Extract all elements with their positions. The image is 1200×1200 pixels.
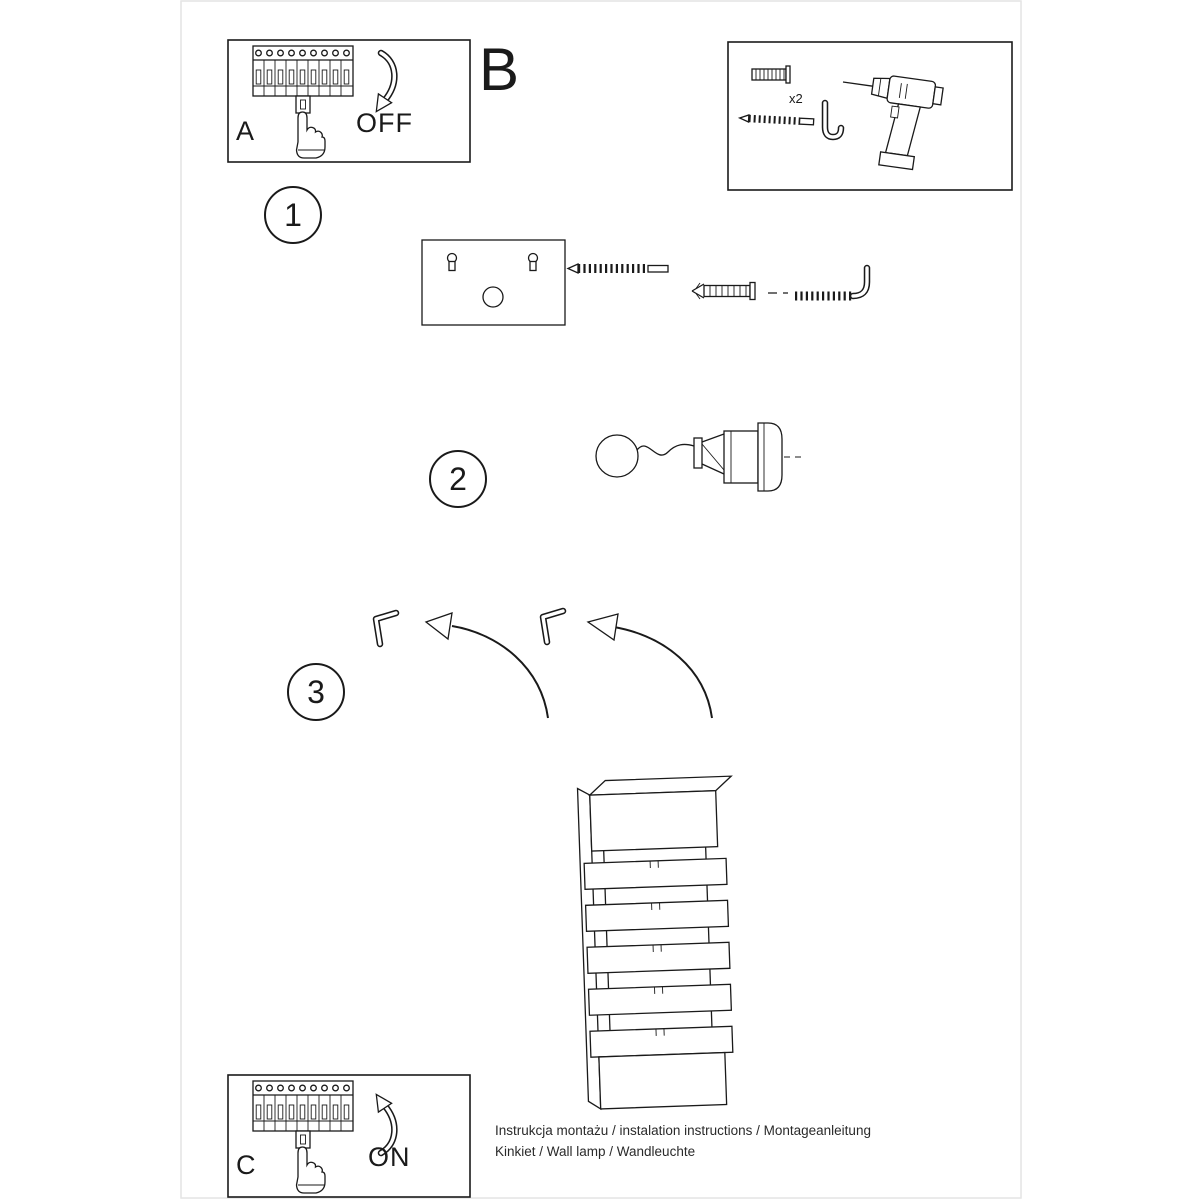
step1-diagram	[421, 239, 871, 326]
footer-line-2: Kinkiet / Wall lamp / Wandleuchte	[495, 1144, 696, 1159]
keyhole-slot-icon	[527, 252, 539, 272]
step2-diagram	[595, 422, 802, 492]
cable	[636, 443, 695, 456]
hook-icon	[376, 613, 396, 644]
plate-hole	[482, 286, 504, 308]
rotate-arrow-icon	[424, 612, 549, 719]
mounting-plate	[421, 239, 566, 326]
step-3-badge: 3	[287, 663, 345, 721]
section-b-letter: B	[479, 36, 520, 103]
step-2-badge: 2	[429, 450, 487, 508]
drill-icon	[842, 75, 944, 171]
box-a-letter: A	[236, 116, 255, 146]
lamp-body	[576, 775, 734, 1111]
step-1-badge: 1	[264, 186, 322, 244]
box-c-letter: C	[236, 1150, 256, 1180]
screw-icon	[566, 262, 669, 275]
footer-line-1: Instrukcja montażu / instalation instruc…	[495, 1123, 871, 1138]
wall-plug-icon	[751, 65, 791, 84]
bulb-icon	[595, 434, 639, 478]
footer-caption: Instrukcja montażu / instalation instruc…	[495, 1120, 871, 1162]
rotate-arrow-icon	[586, 613, 713, 719]
box-a	[227, 39, 471, 163]
step3-diagram	[376, 611, 734, 1111]
wall-anchor-icon	[691, 281, 756, 301]
box-c-state-label: ON	[368, 1142, 411, 1172]
box-a-state-label: OFF	[356, 108, 413, 138]
screw-icon	[737, 114, 815, 126]
keyhole-slot-icon	[446, 252, 458, 272]
hook-icon	[821, 99, 845, 141]
dowel-quantity-label: x2	[789, 91, 803, 106]
hook-icon	[543, 611, 563, 642]
page-border	[180, 0, 1022, 1199]
lamp-socket-icon	[693, 422, 802, 492]
box-c	[227, 1074, 471, 1198]
tools-box	[727, 41, 1013, 191]
wall-hook-icon	[795, 264, 871, 301]
